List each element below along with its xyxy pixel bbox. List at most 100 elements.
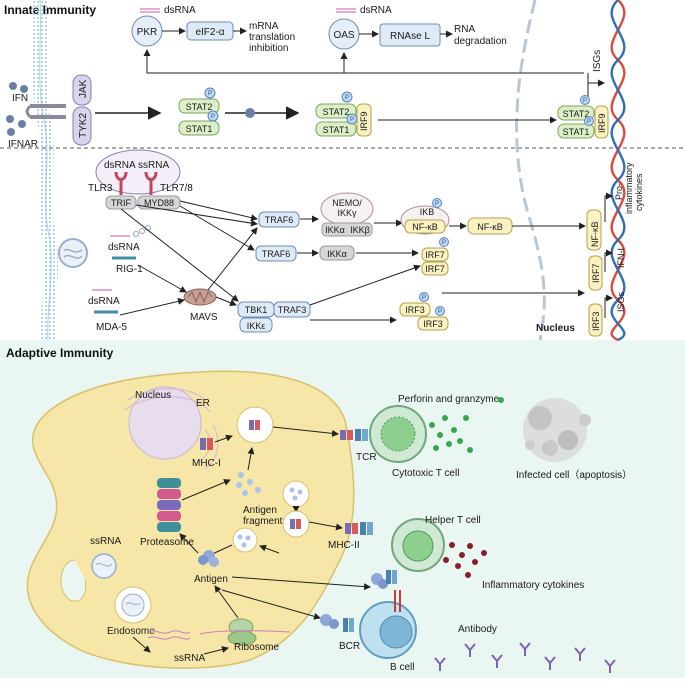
stat1-box-2 <box>315 121 357 137</box>
adaptive-nucleus-label: Nucleus <box>135 390 171 401</box>
endosome-virion <box>121 593 145 617</box>
antibodies <box>434 642 616 673</box>
vesicle-mhc1-a <box>249 420 254 430</box>
ifnar-label: IFNAR <box>8 139 38 150</box>
tyk2-label: TYK2 <box>78 113 89 138</box>
pro-line3: cytokines <box>634 173 644 211</box>
rna-deg-line1: RNA <box>454 24 475 35</box>
arrow-antigen-vesicle2 <box>259 544 280 554</box>
dsrna-rig-label: dsRNA <box>108 242 140 253</box>
tcr-label: TCR <box>356 452 377 463</box>
arrow-myd88-traf6b <box>179 205 255 251</box>
p-label-2: P <box>211 114 215 120</box>
arrow-mhc2-membrane <box>308 521 343 531</box>
arrow-proteasome-frag <box>181 479 231 501</box>
jak-label: JAK <box>78 79 89 98</box>
mda5-label: MDA-5 <box>96 322 128 333</box>
pro-line2: inflammatory <box>624 162 634 214</box>
dsrna-pkr-label: dsRNA <box>164 5 196 16</box>
traf6-label-2: TRAF6 <box>262 249 291 259</box>
irf3-box-1 <box>399 302 431 317</box>
phospho-stat2-3 <box>580 95 590 105</box>
traf6-label-1: TRAF6 <box>265 215 294 225</box>
irf9-box-3 <box>594 105 609 139</box>
traf3-box <box>273 301 311 318</box>
endosome-tlr <box>95 149 181 195</box>
ifn-molecules <box>6 82 28 136</box>
ikka-box-2 <box>319 245 355 261</box>
phospho-stat1-2 <box>346 113 358 125</box>
ssrna-tlr-label: ssRNA <box>138 160 169 171</box>
p-label-8: P <box>442 240 446 246</box>
ikka-label-1: IKKα <box>325 225 345 235</box>
mrna-line3: inhibition <box>249 43 288 54</box>
mhc2-label: MHC-II <box>328 540 360 551</box>
cell-membrane-edge <box>39 0 52 341</box>
arrow-trif-traf6 <box>135 204 258 227</box>
p-label-6: P <box>587 119 591 125</box>
nucleus-label-innate: Nucleus <box>536 323 575 334</box>
antigen-blob <box>198 550 219 567</box>
p-label-4: P <box>350 117 354 123</box>
ssrna-in-label: ssRNA <box>174 653 205 664</box>
phospho-stat2-2 <box>341 91 353 103</box>
antigen-label: Antigen <box>194 574 228 585</box>
arrow-mhc1-vesicle <box>214 434 233 443</box>
arrow-frag-vesicle <box>247 447 255 471</box>
arrow-trif-tbk1 <box>120 208 239 302</box>
infected-label: Infected cell（apoptosis） <box>516 469 632 481</box>
helper-tcr-bcr <box>386 570 397 584</box>
rnase-l-box <box>379 23 441 47</box>
arrow-antigen-proteasome <box>179 533 199 554</box>
phospho-stat1-3 <box>584 116 594 126</box>
endosome-label: Endosome <box>107 626 155 637</box>
infected-cell <box>523 398 591 462</box>
phospho-stat1-1 <box>207 110 219 122</box>
phospho-irf3-a <box>419 292 429 302</box>
fragments-line1: Antigen <box>243 505 277 516</box>
pkr-label: PKR <box>137 27 158 38</box>
pro-line1: Pro- <box>614 183 624 200</box>
vesicle-mhc2-b <box>296 519 301 529</box>
arrow-antigen-helper <box>231 576 371 591</box>
arrow-tbk1-irf7 <box>309 264 421 306</box>
traf3-label: TRAF3 <box>278 305 307 315</box>
phospho-irf7 <box>439 237 449 247</box>
eif2a-label: eIF2-α <box>195 27 224 38</box>
arrow-endosome-ssrna <box>132 636 151 653</box>
viral-particle <box>58 238 88 268</box>
bcell-label: B cell <box>390 662 414 673</box>
perforin-label: Perforin and granzyme <box>398 394 500 405</box>
nfkb-label-1: NF-κB <box>412 222 438 232</box>
tlr3-label: TLR3 <box>88 183 113 194</box>
arrow-myd88-traf6 <box>179 200 258 222</box>
irf7-box-2 <box>421 261 449 276</box>
ifni-label: IFN-I <box>616 248 626 268</box>
fragment-vesicle-dots <box>289 487 303 501</box>
tlr78-label: TLR7/8 <box>160 183 193 194</box>
fragment-vesicle-2-dots <box>237 534 251 548</box>
phospho-stat2-1 <box>204 87 216 99</box>
arrow-irf3-isgs <box>604 294 613 318</box>
ikkb-label: IKKβ <box>350 225 370 235</box>
phospho-ikb <box>432 198 442 208</box>
irf9-label-2: IRF9 <box>359 111 369 131</box>
mrna-line2: translation <box>249 32 295 43</box>
cytotoxic-t-nucleus <box>380 416 416 452</box>
ikb-label: IKB <box>420 207 435 217</box>
traf6-box-1 <box>258 211 300 228</box>
arrow-mda-mavs <box>119 297 185 316</box>
p-label-9: P <box>422 295 426 301</box>
tlr3-receptor <box>114 171 128 195</box>
nemo-line2: IKKγ <box>337 208 357 218</box>
arrow-antigen-bcr <box>221 589 321 620</box>
adaptive-title: Adaptive Immunity <box>6 346 114 360</box>
irf7-label-2: IRF7 <box>425 264 445 274</box>
antibody-label: Antibody <box>458 624 497 635</box>
antigen-fragments <box>236 472 261 496</box>
jak-box <box>72 74 92 106</box>
mhc1-tcr-pair <box>340 429 368 441</box>
tyk2-box <box>72 106 92 146</box>
antigen-bcr-blob <box>320 614 339 629</box>
